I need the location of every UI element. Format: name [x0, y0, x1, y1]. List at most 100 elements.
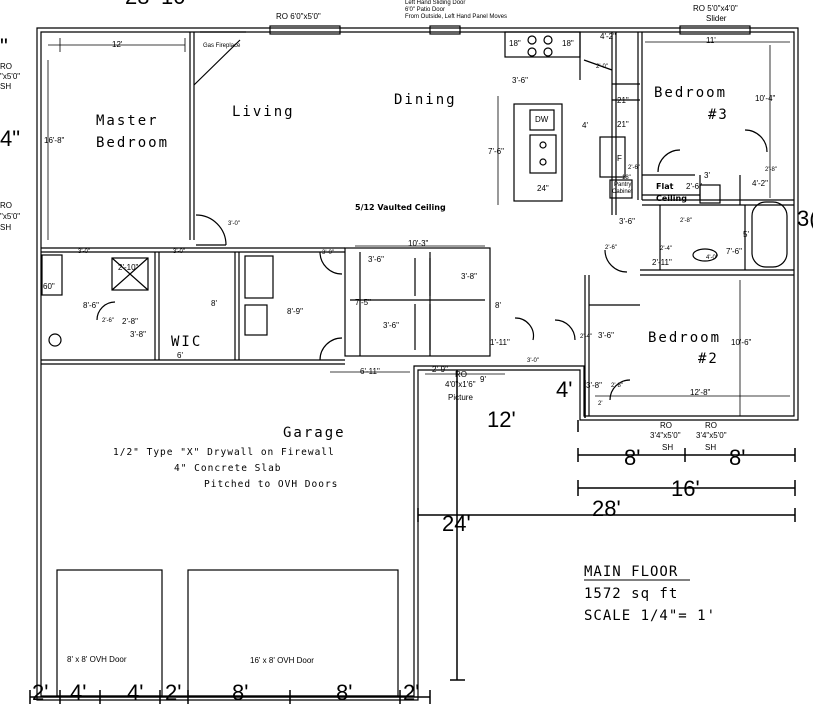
flat-ceiling-1: Flat — [656, 182, 674, 191]
picture-size: 4'0"x1'6" — [445, 380, 476, 389]
ovh-door-large — [187, 569, 399, 697]
dim: 3'-0" — [527, 358, 539, 364]
room-living: Living — [232, 104, 295, 120]
picture-type: Picture — [448, 393, 473, 402]
bottom-dim: 2' — [32, 680, 49, 705]
dim: 2'-11" — [652, 258, 672, 267]
dim: 10'-6" — [731, 338, 752, 347]
garage-note-2: 4" Concrete Slab — [174, 463, 282, 474]
dw-label: DW — [535, 115, 549, 124]
range-right-size: 18" — [562, 39, 574, 48]
window-slider-type: Slider — [706, 14, 727, 23]
dim: 3'-6" — [383, 321, 399, 330]
bottom-dim: 2' — [403, 680, 420, 705]
bed3-walls — [637, 32, 794, 206]
dim: 9' — [480, 375, 486, 384]
dim: 7'-5" — [355, 298, 371, 307]
dim: 8'-6" — [83, 301, 99, 310]
dim: 16'-8" — [44, 136, 65, 145]
sliding-door-note-2: 6'0" Patio Door — [405, 7, 445, 13]
room-bed2-1: Bedroom — [648, 330, 722, 346]
master-wall — [189, 32, 195, 240]
pantry-3: Cabinet — [612, 189, 633, 195]
dim: 3'-6" — [598, 331, 614, 340]
dim: 7'-6" — [726, 247, 742, 256]
dim: 3'-8" — [586, 381, 602, 390]
bed2-win-b-type: SH — [705, 443, 717, 452]
dim: 2'-8" — [611, 383, 623, 389]
cut-right: 3( — [797, 206, 813, 231]
dim: 2'-4" — [660, 246, 672, 252]
tub-size: 60" — [43, 282, 55, 291]
kitchen-island — [513, 103, 563, 202]
dim: 4'-2" — [600, 32, 616, 41]
big-dim-12: 12' — [487, 407, 516, 432]
dim: 2'-4" — [580, 334, 592, 340]
dim: 12' — [112, 40, 123, 49]
left-win-1-ro: RO — [0, 62, 12, 71]
ovh-small-label: 8' x 8' OVH Door — [67, 655, 127, 664]
title-scale: SCALE 1/4"= 1' — [584, 608, 717, 624]
bottom-dim: 2' — [165, 680, 182, 705]
dim: 10'-4" — [755, 94, 776, 103]
dim: 8'-9" — [287, 307, 303, 316]
dim: 3'-0" — [322, 250, 334, 256]
bed2-win-a-size: 3'4"x5'0" — [650, 431, 681, 440]
dim: 3'-8" — [130, 330, 146, 339]
dim: 2'-10" — [118, 263, 139, 272]
dim: 3'-6" — [368, 255, 384, 264]
dim: 1'-11" — [490, 338, 510, 347]
dim: 3'-6" — [619, 217, 635, 226]
fireplace — [193, 31, 246, 86]
dim: 2'-8" — [680, 218, 692, 224]
dim: 2' — [598, 401, 603, 407]
bottom-dim: 4' — [70, 680, 87, 705]
big-dim-24: 24' — [442, 511, 471, 536]
fireplace-note: Gas Fireplace — [203, 43, 241, 49]
dim: 11' — [706, 36, 716, 45]
dim: 10'-3" — [408, 239, 429, 248]
room-bed3-1: Bedroom — [654, 85, 728, 101]
bottom-dim: 4' — [127, 680, 144, 705]
bed2-win-a-type: SH — [662, 443, 674, 452]
dim: 8' — [211, 299, 217, 308]
room-bed3-2: #3 — [708, 107, 729, 123]
bed2-win-b-size: 3'4"x5'0" — [696, 431, 727, 440]
picture-ro: RO — [455, 370, 467, 379]
dim: 2'-8" — [122, 317, 138, 326]
dim: 3' — [704, 171, 710, 180]
dim: 2'-6" — [102, 318, 114, 324]
bath-walls — [640, 205, 794, 276]
title-name: MAIN FLOOR — [584, 564, 679, 580]
pantry-1: 18" — [622, 175, 631, 181]
dim: 4'-2" — [752, 179, 768, 188]
stair-box — [344, 247, 491, 357]
big-dim-4: 4' — [556, 377, 573, 402]
dim: 2'-6" — [605, 245, 617, 251]
cut-dimension-top: 28'-10" — [125, 0, 193, 8]
dim: 3'-6" — [512, 76, 528, 85]
dim: 6' — [177, 351, 183, 360]
vaulted-note: 5/12 Vaulted Ceiling — [355, 203, 446, 212]
sliding-door-note-3: From Outside, Left Hand Panel Moves — [405, 14, 508, 20]
window-patio-ro: RO 6'0"x5'0" — [276, 12, 321, 21]
tub — [751, 201, 788, 268]
dim: 6'-11" — [360, 367, 380, 376]
dim: 2'-6" — [686, 182, 702, 191]
ovh-door-small — [56, 569, 163, 697]
exterior-wall-inner — [40, 31, 795, 697]
dim: 3'-8" — [461, 272, 477, 281]
dim: 4' — [582, 121, 588, 130]
tub-master — [41, 254, 63, 296]
left-win-2-ro: RO — [0, 201, 12, 210]
dim: 3'-0" — [228, 221, 240, 227]
exterior-wall-main — [36, 27, 799, 701]
big-dim-8b: 8' — [729, 445, 746, 470]
room-wic: WIC — [171, 334, 203, 350]
dim: 7'-6" — [488, 147, 504, 156]
pantry-2: Pantry — [614, 182, 632, 188]
room-master-1: Master — [96, 113, 159, 129]
cut-left-1: " — [0, 34, 8, 59]
dim: 3'-0" — [173, 249, 185, 255]
